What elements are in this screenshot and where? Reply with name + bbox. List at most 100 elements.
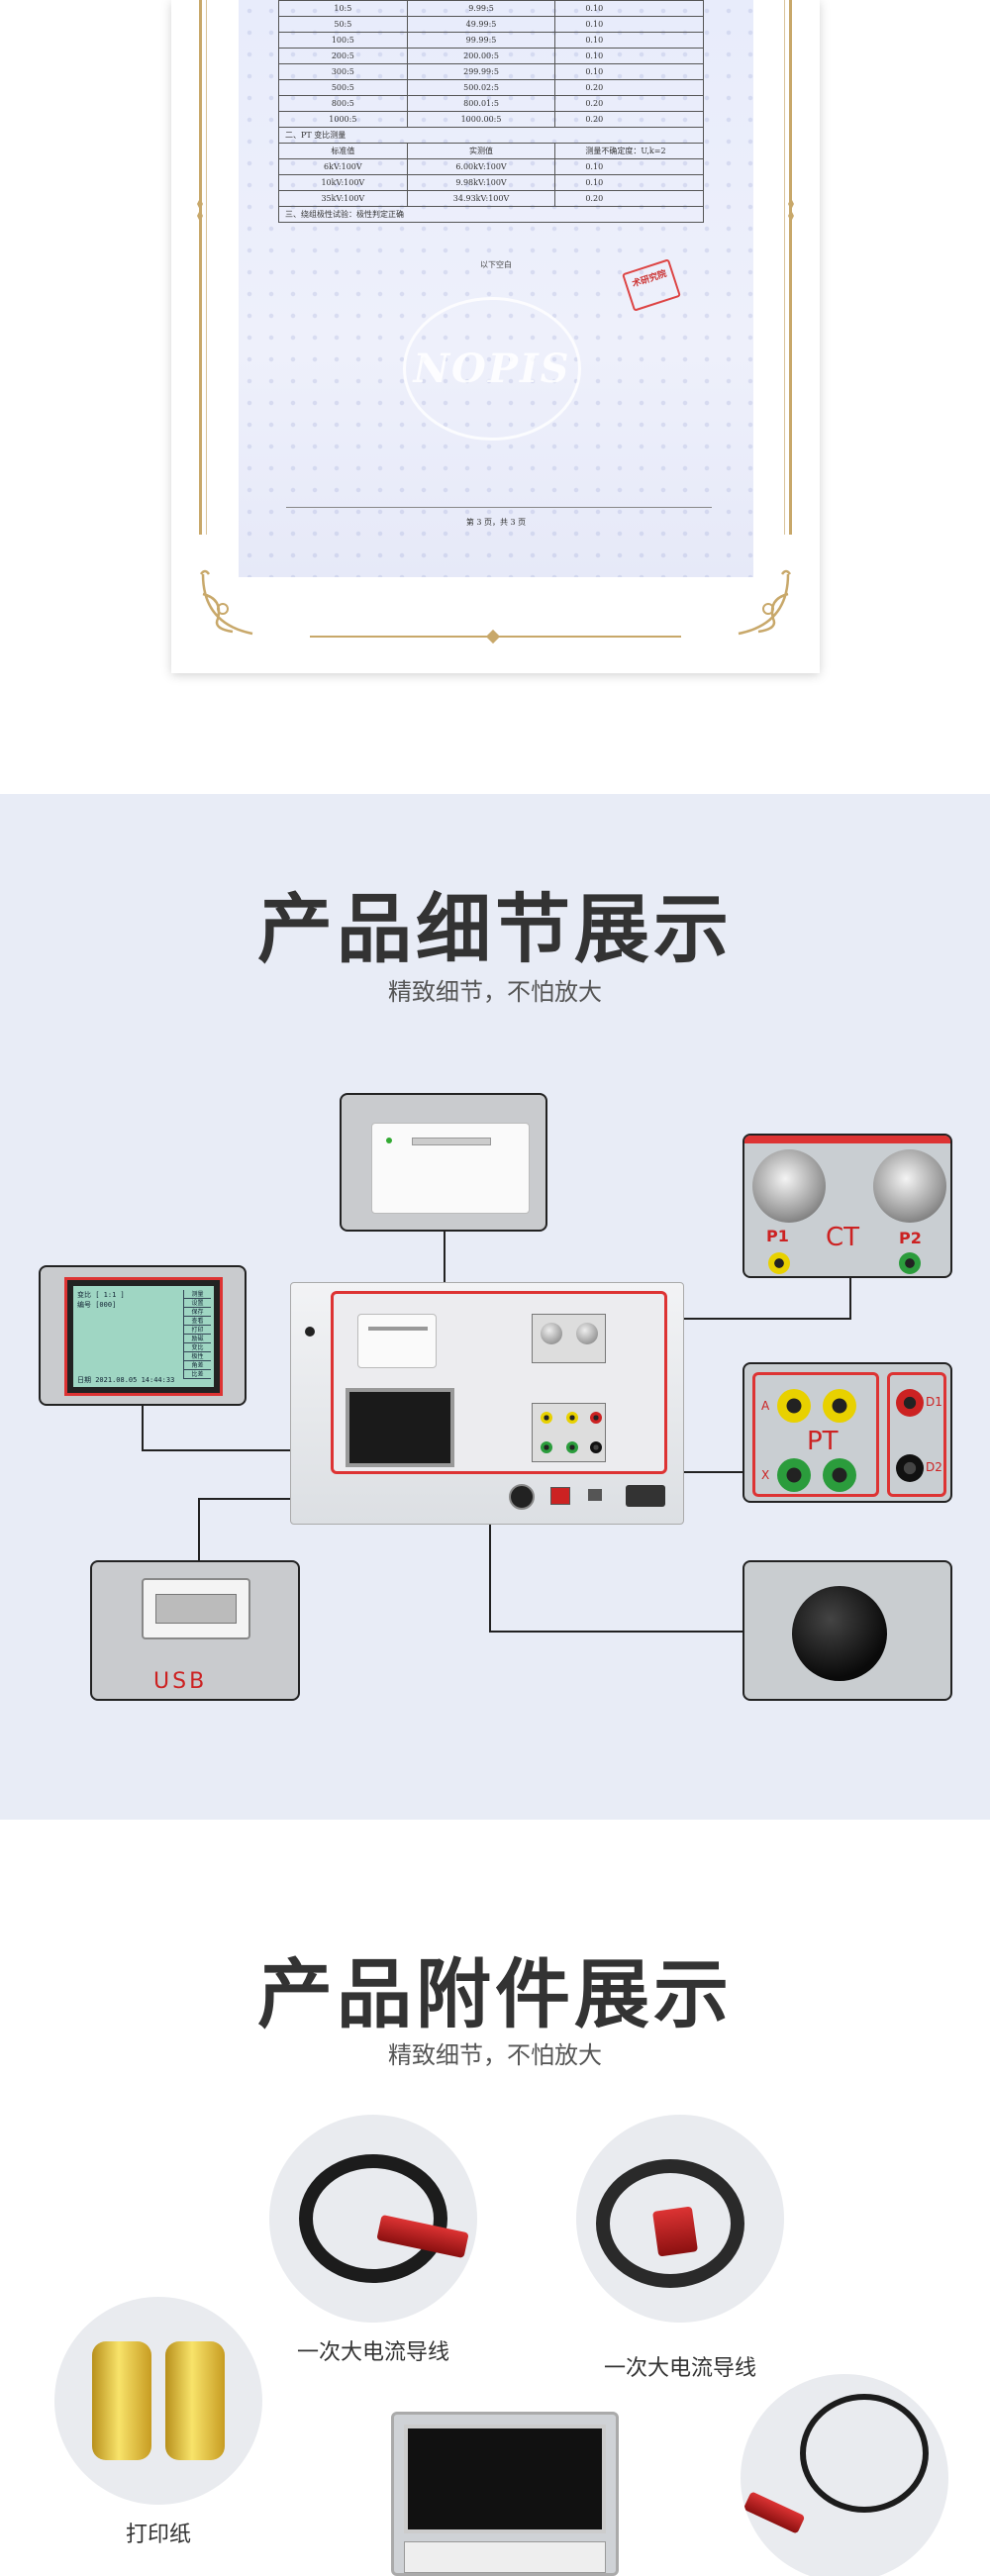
- usb-label: USB: [153, 1669, 208, 1694]
- accessories-subtitle: 精致细节，不怕放大: [388, 2041, 602, 2069]
- pt-yellow-terminal: [777, 1389, 811, 1423]
- table-cell: 200:5: [278, 48, 408, 64]
- ornament-icon: [788, 198, 794, 222]
- callout-knob: [742, 1560, 952, 1701]
- table-cell: 0.10: [554, 32, 704, 49]
- accessories-section: 产品附件展示 精致细节，不怕放大 一次大电流导线 一次大电流导线 打印纸: [0, 1820, 990, 2576]
- device-knob[interactable]: [509, 1484, 535, 1510]
- pt-d2-label: D2: [926, 1460, 942, 1474]
- connector-line: [489, 1631, 744, 1633]
- printer-led: [386, 1138, 392, 1143]
- table-cell: 6.00kV:100V: [406, 158, 556, 175]
- table-cell: 200.00:5: [406, 48, 556, 64]
- instrument-case-image: [391, 2412, 619, 2576]
- lcd-screen: 变比 [ 1:1 ] 编号 [000] 日期 2021.08.05 14:44:…: [73, 1286, 214, 1387]
- table-cell: 100:5: [278, 32, 408, 49]
- accessory-item: [741, 2374, 948, 2576]
- table-cell: 0.20: [554, 190, 704, 207]
- pt-x-label: X: [761, 1468, 770, 1482]
- lcd-menu-item: 角差: [184, 1361, 211, 1370]
- power-socket: [626, 1485, 665, 1507]
- table-cell: 0.20: [554, 79, 704, 96]
- accessory-label: 一次大电流导线: [603, 2356, 756, 2381]
- pt-header-uncertainty: 测量不确定度：U,k=2: [554, 143, 704, 159]
- table-cell: 10:5: [278, 0, 408, 17]
- pt-a-label: A: [761, 1399, 770, 1413]
- pt-red-terminal: [896, 1389, 924, 1417]
- accessory-item: 一次大电流导线: [576, 2115, 784, 2382]
- device-ct-terminals: [532, 1314, 606, 1363]
- callout-lcd: 变比 [ 1:1 ] 编号 [000] 日期 2021.08.05 14:44:…: [39, 1265, 247, 1406]
- accessory-item: 一次大电流导线: [269, 2115, 477, 2366]
- ct-label: CT: [826, 1223, 860, 1252]
- lcd-menu-item: 设置: [184, 1299, 211, 1308]
- product-detail-section: 产品细节展示 精致细节，不怕放大: [0, 794, 990, 1820]
- table-cell: 1000:5: [278, 111, 408, 128]
- power-switch[interactable]: [550, 1487, 570, 1505]
- table-cell: 500.02:5: [406, 79, 556, 96]
- corner-ornament-icon: [738, 569, 792, 636]
- table-cell: 500:5: [278, 79, 408, 96]
- table-cell: 10kV:100V: [278, 174, 408, 191]
- pt-green-terminal: [777, 1458, 811, 1492]
- bottom-diamond: [485, 629, 501, 644]
- connector-line: [489, 1499, 491, 1633]
- ct-terminal-p1: [752, 1149, 826, 1223]
- pt-d1-label: D1: [926, 1395, 942, 1409]
- pt-black-terminal: [896, 1454, 924, 1482]
- usb-port-icon: [142, 1578, 250, 1639]
- table-cell: 6kV:100V: [278, 158, 408, 175]
- table-cell: 49.99:5: [406, 16, 556, 33]
- accessory-item: 打印纸: [54, 2297, 262, 2548]
- table-cell: 0.20: [554, 111, 704, 128]
- table-cell: 0.10: [554, 0, 704, 17]
- page-number: 第 3 页，共 3 页: [465, 518, 527, 527]
- table-cell: 800:5: [278, 95, 408, 112]
- pt-header-measured: 实测值: [406, 143, 556, 159]
- table-cell: 50:5: [278, 16, 408, 33]
- table-cell: 99.99:5: [406, 32, 556, 49]
- connector-line: [634, 1471, 744, 1473]
- callout-usb: USB: [90, 1560, 300, 1701]
- device-usb-port[interactable]: [588, 1489, 602, 1501]
- lcd-menu-item: 查看: [184, 1317, 211, 1326]
- ct-p1-label: P1: [766, 1227, 789, 1245]
- connector-line: [849, 1278, 851, 1320]
- device-lcd-screen: [346, 1388, 454, 1467]
- certificate-border-left: [199, 0, 202, 535]
- test-lead-image: [741, 2374, 948, 2576]
- lcd-menu: 测量设置保存查看打印励磁变比极性角差比差: [183, 1290, 211, 1379]
- certificate-border-left-inner: [206, 0, 207, 535]
- table-cell: 0.10: [554, 158, 704, 175]
- device-printer: [357, 1314, 437, 1368]
- table-cell: 0.10: [554, 63, 704, 80]
- pt-yellow-terminal: [823, 1389, 856, 1423]
- tester-device: [290, 1282, 684, 1525]
- callout-ct: P1 P2 CT: [742, 1134, 952, 1278]
- ct-terminal-p2: [873, 1149, 946, 1223]
- nopis-watermark: NOPIS: [403, 297, 581, 441]
- table-cell: 1000.00:5: [406, 111, 556, 128]
- printer-paper-image: [54, 2297, 262, 2505]
- callout-pt: A a PT X x D1 D2: [742, 1362, 952, 1503]
- pt-section-title: 二、PT 变比测量: [278, 127, 704, 144]
- lcd-datetime: 日期 2021.08.05 14:44:33: [77, 1376, 175, 1384]
- ct-green-terminal: [899, 1252, 921, 1274]
- pt-green-terminal: [823, 1458, 856, 1492]
- footer-line: [286, 507, 712, 508]
- table-cell: 300:5: [278, 63, 408, 80]
- ornament-icon: [197, 198, 203, 222]
- lcd-menu-item: 保存: [184, 1308, 211, 1317]
- printer-body: [371, 1123, 530, 1214]
- table-cell: 9.99:5: [406, 0, 556, 17]
